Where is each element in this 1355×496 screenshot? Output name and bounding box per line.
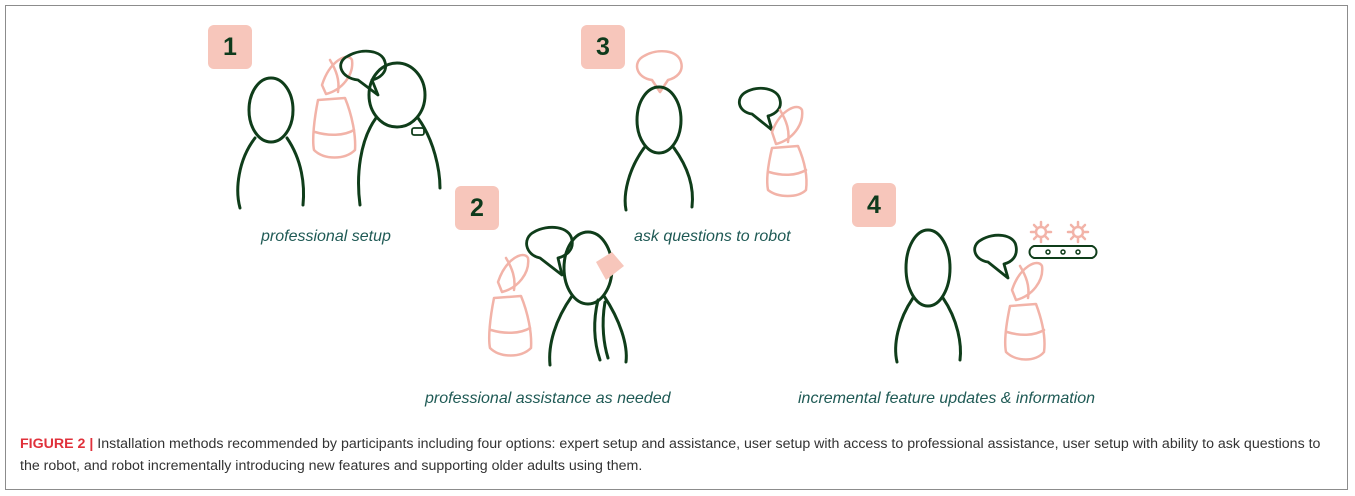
panel-3 bbox=[623, 49, 808, 212]
panel-4 bbox=[894, 220, 1098, 364]
figure-label: FIGURE 2 | bbox=[20, 436, 94, 452]
panel-2 bbox=[487, 225, 628, 367]
robot-icon bbox=[311, 55, 357, 159]
illustration-area: 1 2 3 4 professional setup professional … bbox=[208, 25, 1098, 407]
speech-bubble-icon bbox=[635, 49, 683, 94]
figure-caption-text: Installation methods recommended by part… bbox=[20, 436, 1321, 474]
step-2-badge: 2 bbox=[455, 186, 499, 230]
step-3-caption: ask questions to robot bbox=[634, 228, 791, 245]
step-1-caption: professional setup bbox=[261, 228, 391, 245]
person-icon bbox=[357, 61, 442, 207]
speech-bubble-icon bbox=[339, 49, 388, 97]
person-icon bbox=[548, 230, 628, 367]
gear-icon bbox=[1029, 220, 1053, 244]
name-badge-icon bbox=[411, 127, 425, 136]
person-icon bbox=[236, 76, 306, 210]
speech-bubble-icon bbox=[973, 233, 1018, 280]
step-1-badge: 1 bbox=[208, 25, 252, 69]
figure-frame bbox=[5, 5, 1348, 490]
step-3-badge: 3 bbox=[581, 25, 625, 69]
robot-icon bbox=[1003, 261, 1046, 361]
gear-icon bbox=[1066, 220, 1090, 244]
step-2-caption: professional assistance as needed bbox=[425, 390, 671, 407]
step-4-badge: 4 bbox=[852, 183, 896, 227]
phone-icon bbox=[596, 252, 624, 280]
robot-icon bbox=[765, 105, 808, 198]
robot-icon bbox=[487, 253, 533, 357]
conveyor-icon bbox=[1028, 245, 1098, 259]
step-4-caption: incremental feature updates & informatio… bbox=[798, 390, 1096, 407]
panel-1 bbox=[236, 49, 442, 210]
illustration-canvas bbox=[236, 49, 1098, 367]
speech-bubble-icon bbox=[737, 86, 782, 132]
figure-caption: FIGURE 2 | Installation methods recommen… bbox=[20, 433, 1340, 477]
person-icon bbox=[894, 228, 962, 364]
person-icon bbox=[623, 85, 694, 212]
